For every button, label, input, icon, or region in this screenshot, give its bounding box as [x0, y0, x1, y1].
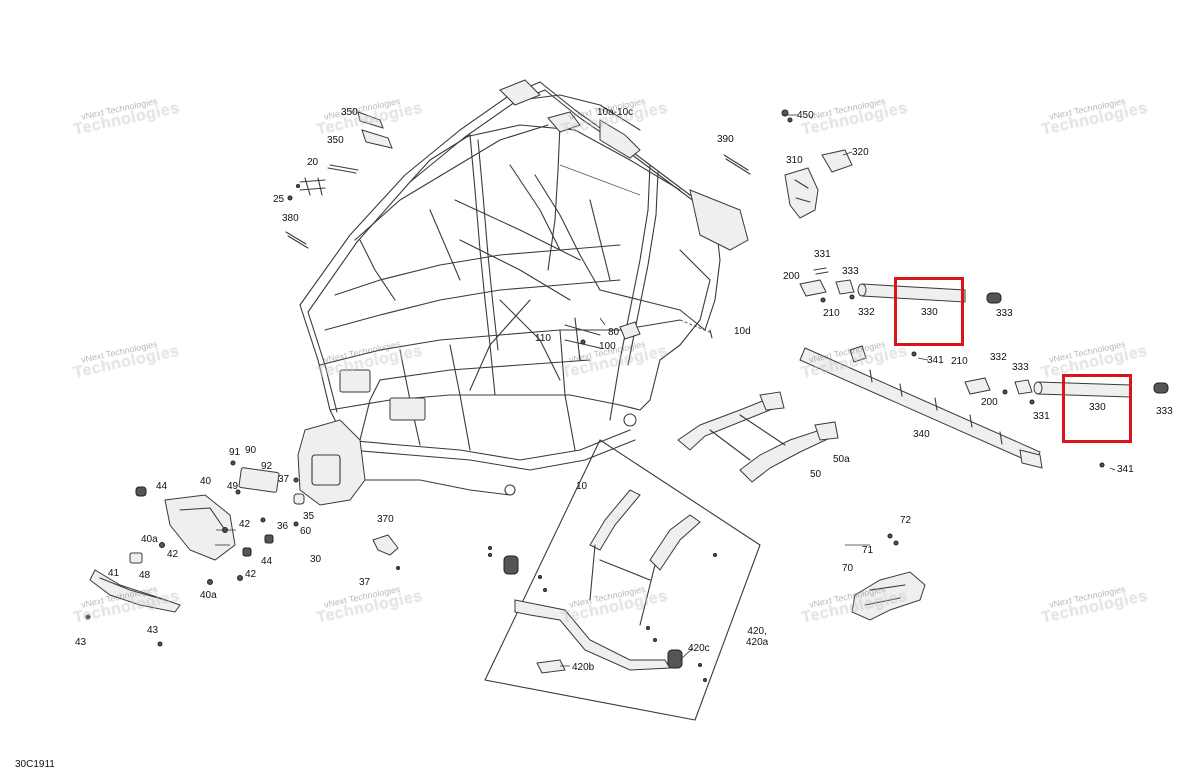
callout-49[interactable]: 49 [227, 481, 239, 492]
callout-50[interactable]: 50 [810, 469, 822, 480]
side-tube-upper [799, 267, 1002, 304]
callout-91[interactable]: 91 [229, 447, 241, 458]
callout-350[interactable]: 350 [341, 107, 358, 118]
callout-330[interactable]: 330 [921, 307, 938, 318]
callout-420-420a[interactable]: 420, 420a [746, 626, 769, 648]
callout-10d[interactable]: 10d [734, 326, 751, 337]
callout-20[interactable]: 20 [307, 157, 319, 168]
callout-37[interactable]: 37 [359, 577, 371, 588]
bracket-370 [372, 534, 400, 570]
callout-340[interactable]: 340 [913, 429, 930, 440]
highlight-box-330-lower[interactable] [1062, 374, 1132, 443]
callout-380[interactable]: 380 [282, 213, 299, 224]
callout-40a[interactable]: 40a [141, 534, 158, 545]
callout-43[interactable]: 43 [75, 637, 87, 648]
callout-333[interactable]: 333 [842, 266, 859, 277]
side-tube-lower [911, 351, 1169, 468]
small-parts-top-left [285, 111, 393, 249]
callout-44[interactable]: 44 [156, 481, 168, 492]
callout-332[interactable]: 332 [990, 352, 1007, 363]
callout-40a[interactable]: 40a [200, 590, 217, 601]
callout-36[interactable]: 36 [277, 521, 289, 532]
callout-331[interactable]: 331 [814, 249, 831, 260]
callout-10[interactable]: 10 [576, 481, 588, 492]
main-frame [297, 79, 749, 506]
callout-40[interactable]: 40 [200, 476, 212, 487]
callout-41[interactable]: 41 [108, 568, 120, 579]
callout-350[interactable]: 350 [327, 135, 344, 146]
front-bumper-assembly [85, 460, 305, 647]
callout-200[interactable]: 200 [981, 397, 998, 408]
callout-110[interactable]: 110 [535, 333, 551, 344]
callout-43[interactable]: 43 [147, 625, 159, 636]
callout-42[interactable]: 42 [239, 519, 251, 530]
callout-48[interactable]: 48 [139, 570, 151, 581]
callout-370[interactable]: 370 [377, 514, 394, 525]
callout-71[interactable]: 71 [862, 545, 874, 556]
center-brackets [564, 317, 713, 361]
callout-330[interactable]: 330 [1089, 402, 1106, 413]
side-rail-340 [799, 345, 1043, 469]
callout-50a[interactable]: 50a [833, 454, 850, 465]
callout-35[interactable]: 35 [303, 511, 315, 522]
callout-341[interactable]: 341 [927, 355, 944, 366]
callout-44[interactable]: 44 [261, 556, 273, 567]
callout-80[interactable]: 80 [608, 327, 620, 338]
callout-333[interactable]: 333 [1156, 406, 1173, 417]
callout-310[interactable]: 310 [786, 155, 803, 166]
callout-42[interactable]: 42 [245, 569, 257, 580]
callout-42[interactable]: 42 [167, 549, 179, 560]
callout-70[interactable]: 70 [842, 563, 854, 574]
callout-420b[interactable]: 420b [572, 662, 595, 673]
callout-25[interactable]: 25 [273, 194, 285, 205]
callout-100[interactable]: 100 [599, 341, 616, 352]
callout-92[interactable]: 92 [261, 461, 273, 472]
callout-332[interactable]: 332 [858, 307, 875, 318]
bracket-50 [677, 391, 839, 483]
callout-341[interactable]: 341 [1117, 464, 1134, 475]
leader-lines [215, 114, 1116, 667]
figure-code: 30C1911 [15, 759, 55, 770]
top-right-parts [723, 109, 853, 219]
callout-37[interactable]: 37 [278, 474, 290, 485]
callout-90[interactable]: 90 [245, 445, 257, 456]
callout-10a-10c[interactable]: 10a-10c [597, 107, 634, 118]
callout-331[interactable]: 331 [1033, 411, 1050, 422]
callout-320[interactable]: 320 [852, 147, 869, 158]
callout-210[interactable]: 210 [951, 356, 968, 367]
callout-210[interactable]: 210 [823, 308, 840, 319]
callout-333[interactable]: 333 [996, 308, 1013, 319]
callout-333[interactable]: 333 [1012, 362, 1029, 373]
bracket-70 [851, 533, 926, 621]
callout-200[interactable]: 200 [783, 271, 800, 282]
callout-390[interactable]: 390 [717, 134, 734, 145]
callout-60[interactable]: 60 [300, 526, 312, 537]
callout-420c[interactable]: 420c [688, 643, 710, 654]
support-420 [484, 439, 761, 721]
callout-450[interactable]: 450 [797, 110, 814, 121]
highlight-box-330-upper[interactable] [894, 277, 964, 346]
callout-30[interactable]: 30 [310, 554, 322, 565]
callout-72[interactable]: 72 [900, 515, 912, 526]
